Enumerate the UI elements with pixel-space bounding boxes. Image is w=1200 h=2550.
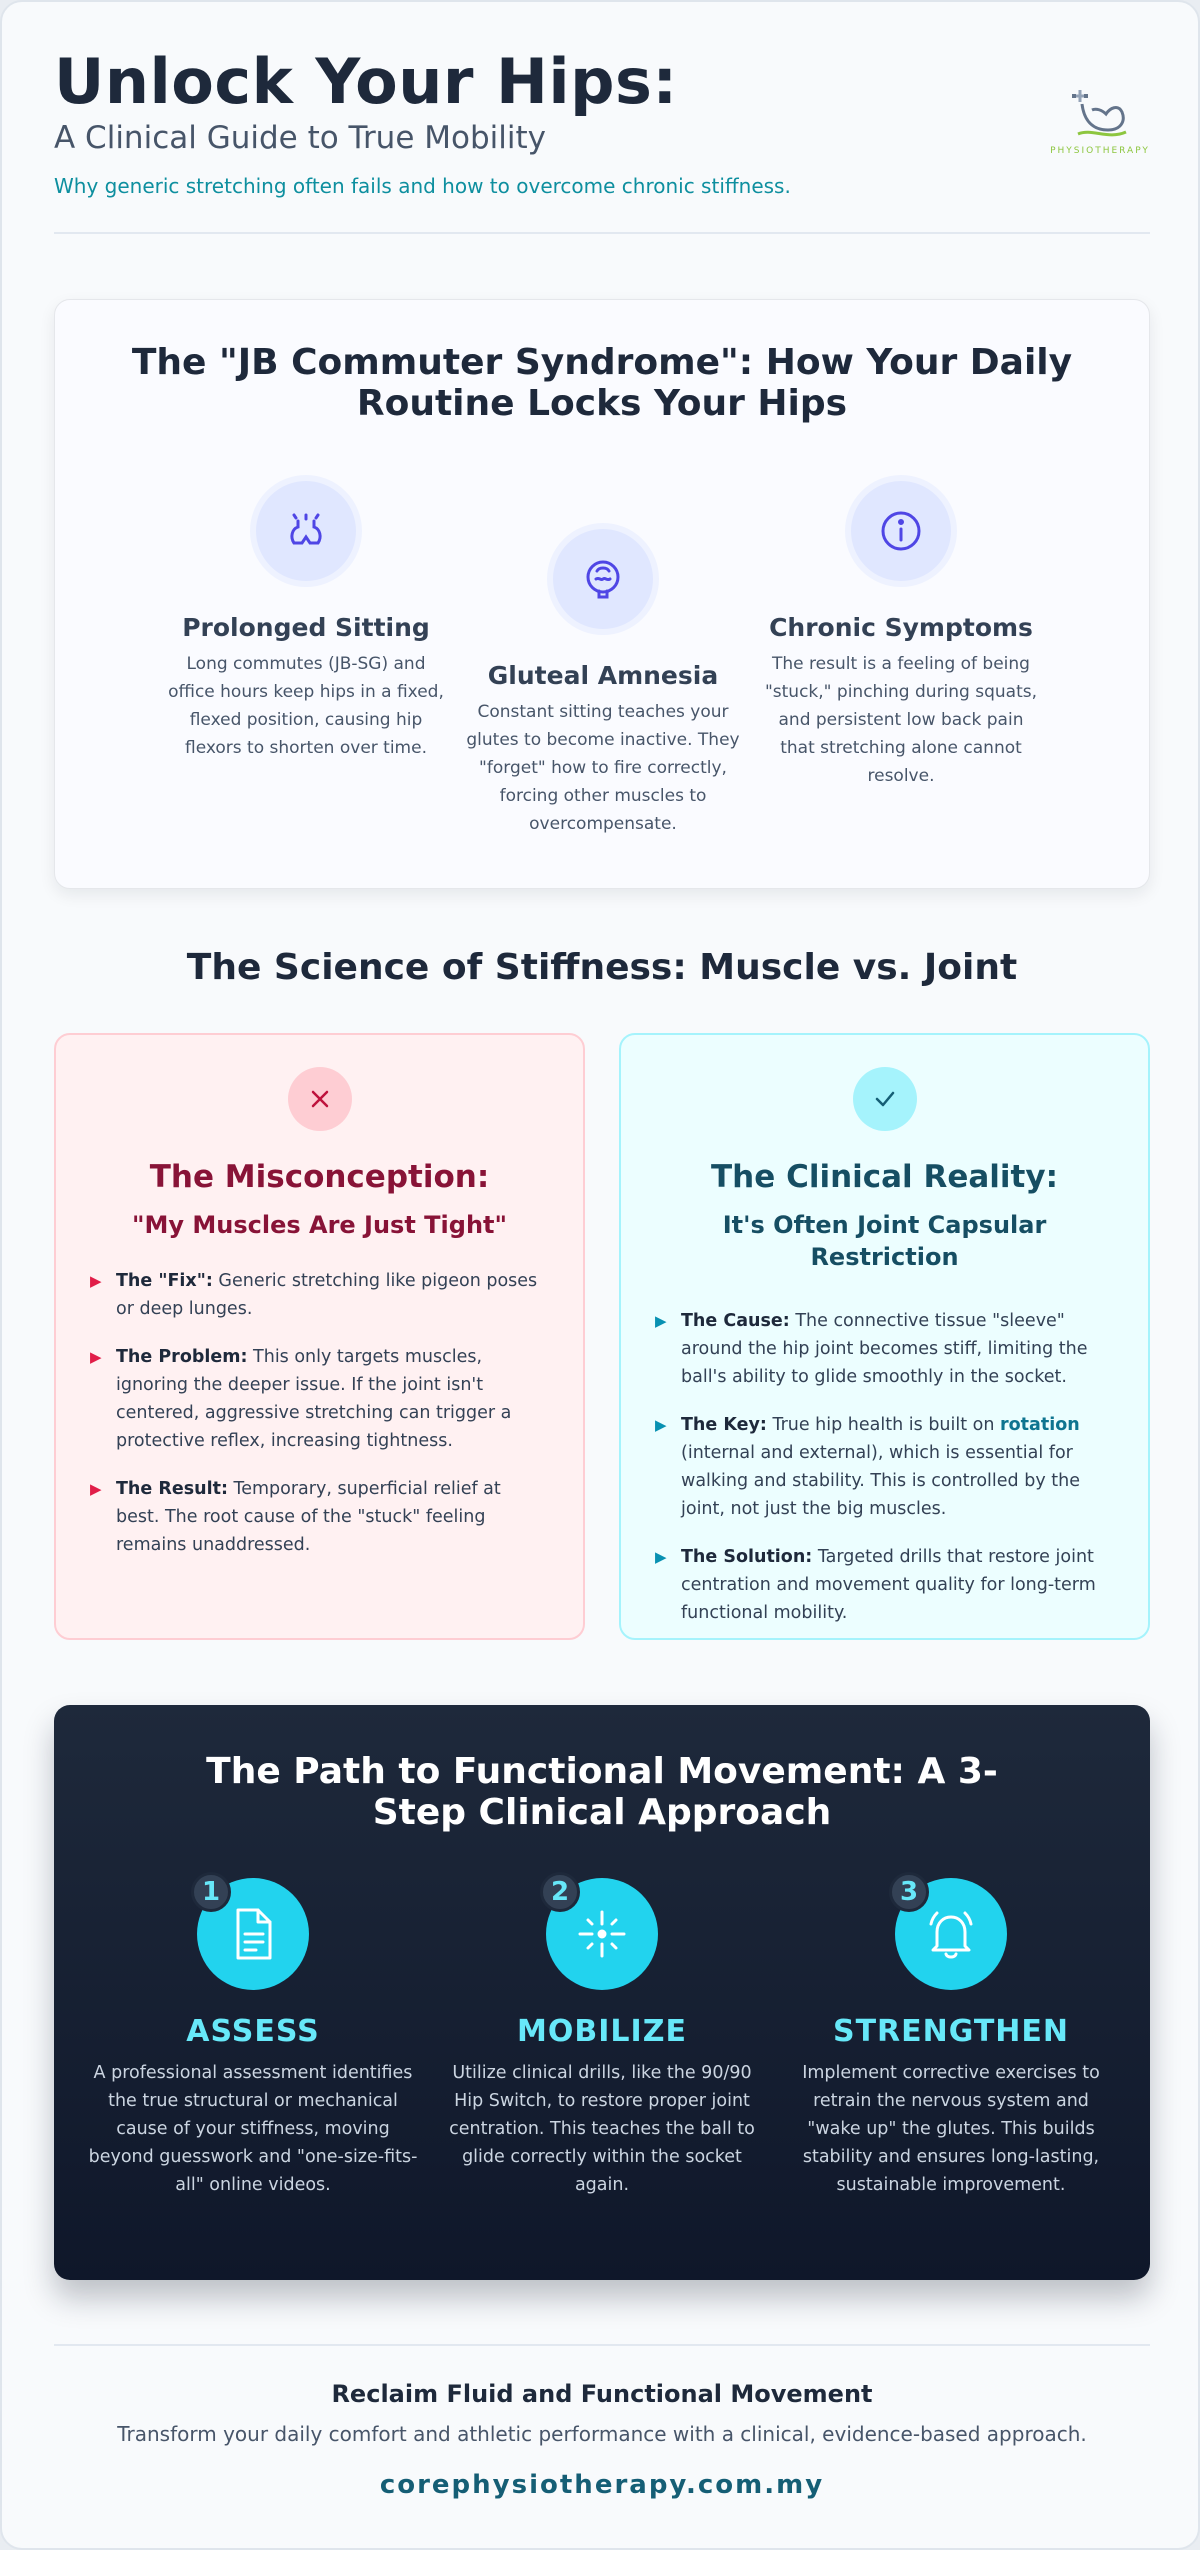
page-title: Unlock Your Hips:	[54, 45, 678, 118]
arrow-bullet-icon: ▶	[655, 1312, 667, 1330]
list-item: ▶ The Solution: Targeted drills that rest…	[655, 1543, 1112, 1627]
item-label: The Solution:	[681, 1547, 813, 1567]
arrow-bullet-icon: ▶	[655, 1416, 667, 1434]
step-mobilize: 2 MOBILIZE Utilize clinical drills, like…	[437, 1872, 767, 2199]
page-footer: Reclaim Fluid and Functional Movement Tr…	[54, 2344, 1150, 2500]
reality-list: ▶ The Cause: The connective tissue "sleev…	[621, 1307, 1148, 1627]
list-item: ▶ The "Fix": Generic stretching like pige…	[90, 1267, 547, 1323]
path-title: The Path to Functional Movement: A 3-Ste…	[206, 1751, 998, 1833]
item-text: The connective tissue "sleeve" around th…	[681, 1311, 1088, 1387]
arrow-bullet-icon: ▶	[90, 1480, 102, 1498]
reality-badge	[852, 1067, 917, 1131]
pillar-icon-circle	[547, 523, 659, 635]
item-text: True hip health is built on	[766, 1415, 1001, 1435]
misconception-badge	[287, 1067, 352, 1131]
logo-text: PHYSIOTHERAPY	[1050, 146, 1150, 156]
step-text: Utilize clinical drills, like the 90/90 …	[449, 2063, 755, 2195]
step-icon-circle: 3	[889, 1872, 1007, 1990]
step-title: MOBILIZE	[517, 2014, 687, 2049]
footer-title: Reclaim Fluid and Functional Movement	[331, 2380, 873, 2408]
website-link[interactable]: corephysiotherapy.com.my	[379, 2470, 825, 2500]
step-title: ASSESS	[186, 2014, 320, 2049]
pillar-title: Chronic Symptoms	[769, 613, 1033, 642]
pillar-gluteal-amnesia: Gluteal Amnesia Constant sitting teaches…	[463, 523, 743, 838]
step-icon-circle: 2	[540, 1872, 658, 1990]
item-label: The Problem:	[116, 1347, 248, 1367]
step-icon-circle: 1	[191, 1872, 309, 1990]
science-title: The Science of Stiffness: Muscle vs. Joi…	[186, 947, 1018, 988]
pillar-prolonged-sitting: Prolonged Sitting Long commutes (JB-SG) …	[166, 475, 446, 762]
step-text: Implement corrective exercises to retrai…	[802, 2063, 1100, 2195]
arrow-bullet-icon: ▶	[90, 1348, 102, 1366]
misconception-card: The Misconception: "My Muscles Are Just …	[54, 1033, 585, 1640]
step-title: STRENGTHEN	[832, 2014, 1070, 2049]
highlight-rotation: rotation	[1000, 1415, 1080, 1435]
info-icon	[881, 511, 921, 551]
misconception-subtitle: "My Muscles Are Just Tight"	[131, 1211, 508, 1239]
step-number: 3	[889, 1872, 929, 1912]
pillar-icon-circle	[845, 475, 957, 587]
arrow-bullet-icon: ▶	[655, 1548, 667, 1566]
page-tagline: Why generic stretching often fails and h…	[54, 174, 791, 198]
pillar-chronic-symptoms: Chronic Symptoms The result is a feeling…	[761, 475, 1041, 790]
logo: PHYSIOTHERAPY	[1050, 86, 1150, 156]
misconception-list: ▶ The "Fix": Generic stretching like pige…	[56, 1267, 583, 1559]
reality-subtitle: It's Often Joint Capsular Restriction	[722, 1211, 1047, 1271]
syndrome-title: The "JB Commuter Syndrome": How Your Dai…	[131, 342, 1073, 424]
misconception-title: The Misconception:	[149, 1159, 490, 1195]
item-text: Targeted drills that restore joint centr…	[681, 1547, 1096, 1623]
list-item: ▶ The Result: Temporary, superficial reli…	[90, 1475, 547, 1559]
list-item: ▶ The Problem: This only targets muscles,…	[90, 1343, 547, 1455]
step-number: 1	[191, 1872, 231, 1912]
arrow-bullet-icon: ▶	[90, 1272, 102, 1290]
bell-icon	[929, 1911, 973, 1959]
pillar-title: Prolonged Sitting	[182, 613, 430, 642]
pillar-text: Long commutes (JB-SG) and office hours k…	[168, 654, 444, 758]
commuter-syndrome-card: The "JB Commuter Syndrome": How Your Dai…	[54, 299, 1150, 889]
item-label: The Key:	[681, 1415, 767, 1435]
close-icon	[311, 1090, 328, 1108]
document-icon	[236, 1908, 272, 1960]
item-label: The "Fix":	[116, 1271, 213, 1291]
pillar-title: Gluteal Amnesia	[487, 661, 719, 690]
pillar-text: Constant sitting teaches your glutes to …	[466, 702, 740, 834]
sparkle-move-icon	[578, 1910, 626, 1958]
pillar-text: The result is a feeling of being "stuck,…	[764, 654, 1038, 786]
pillar-icon-circle	[250, 475, 362, 587]
item-label: The Cause:	[681, 1311, 790, 1331]
reality-title: The Clinical Reality:	[711, 1159, 1058, 1195]
list-item: ▶ The Cause: The connective tissue "sleev…	[655, 1307, 1112, 1391]
clinical-approach-panel: The Path to Functional Movement: A 3-Ste…	[54, 1705, 1150, 2280]
item-label: The Result:	[116, 1479, 228, 1499]
footer-text: Transform your daily comfort and athleti…	[117, 2422, 1087, 2446]
list-item: ▶ The Key: True hip health is built on ro…	[655, 1411, 1112, 1523]
item-text: Generic stretching like pigeon poses or …	[116, 1271, 538, 1319]
step-strengthen: 3 STRENGTHEN Implement corrective exerci…	[786, 1872, 1116, 2199]
stiff-hips-icon	[290, 513, 322, 545]
item-text: (internal and external), which is essent…	[681, 1443, 1080, 1519]
page-header: Unlock Your Hips: A Clinical Guide to Tr…	[54, 46, 1150, 234]
item-text: This only targets muscles, ignoring the …	[116, 1347, 512, 1451]
step-text: A professional assessment identifies the…	[88, 2063, 418, 2195]
page-subtitle: A Clinical Guide to True Mobility	[54, 120, 546, 156]
step-assess: 1 ASSESS A professional assessment ident…	[88, 1872, 418, 2199]
item-text: Temporary, superficial relief at best. T…	[116, 1479, 501, 1555]
step-number: 2	[540, 1872, 580, 1912]
brain-icon	[586, 560, 620, 599]
flexing-arm-logo-icon	[1072, 90, 1127, 137]
check-icon	[875, 1091, 894, 1107]
clinical-reality-card: The Clinical Reality: It's Often Joint C…	[619, 1033, 1150, 1640]
